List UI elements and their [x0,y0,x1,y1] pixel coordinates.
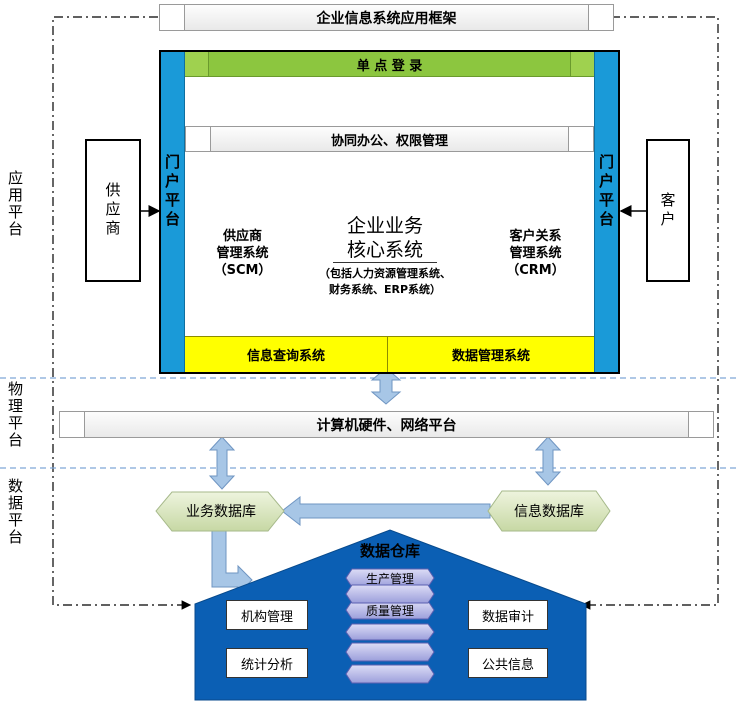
crm-line1: 客户关系 [509,229,562,244]
portal-left-label: 门户平台 [163,154,181,230]
info-db-label: 信息数据库 [514,504,584,520]
office-label: 协同办公、权限管理 [330,133,448,149]
double-arrow-left [208,436,236,490]
stats-label: 统计分析 [240,657,293,673]
scm-line3: （SCM） [213,263,272,278]
double-arrow-app-physical [370,367,402,405]
customer-label: 客户 [658,191,677,230]
info-query-label: 信息查询系统 [246,349,325,364]
portal-right: 门户平台 [594,52,618,372]
core-line4: 财务系统、ERP系统） [328,283,442,296]
supplier-box: 供应商 [85,139,141,282]
stack-hex-5 [345,664,435,684]
crm-line2: 管理系统 [509,246,562,261]
framework-title-bar: 企业信息系统应用框架 [159,4,614,31]
crm-line3: （CRM） [506,263,565,278]
audit-box: 数据审计 [468,600,548,630]
framework-title: 企业信息系统应用框架 [316,10,457,27]
stack-hex-4 [345,642,435,662]
stack-item-2-label: 质量管理 [365,603,414,618]
public-info-label: 公共信息 [481,657,534,673]
physical-platform-bar: 计算机硬件、网络平台 [59,411,714,438]
physical-platform-label: 计算机硬件、网络平台 [316,417,457,434]
data-mgmt-box: 数据管理系统 [388,336,594,372]
app-platform-box [159,50,620,374]
sso-label: 单 点 登 录 [356,58,423,74]
scm-text: 供应商 管理系统 （SCM） [185,228,300,279]
data-mgmt-label: 数据管理系统 [451,349,530,364]
business-db: 业务数据库 [160,498,282,524]
portal-right-label: 门户平台 [597,154,615,230]
info-query-box: 信息查询系统 [185,336,388,372]
business-db-label: 业务数据库 [186,504,256,520]
stack-hex-6 [345,584,435,604]
scm-line2: 管理系统 [216,246,269,261]
frame-line-right [580,16,719,610]
stack-item-1-label: 生产管理 [365,571,414,586]
infodb-hexagon [487,490,611,532]
sso-bar: 单 点 登 录 [185,52,594,77]
core-text: 企业业务 核心系统 （包括人力资源管理系统、 财务系统、ERP系统） [290,214,480,298]
customer-box: 客户 [646,139,690,282]
label-physical-platform: 物理平台 [6,381,24,449]
audit-label: 数据审计 [481,609,534,625]
org-mgmt-label: 机构管理 [240,609,293,625]
public-info-box: 公共信息 [468,648,548,678]
stack-item-2: 质量管理 [346,601,434,619]
crm-text: 客户关系 管理系统 （CRM） [478,228,593,279]
core-line3: （包括人力资源管理系统、 [319,267,451,280]
portal-left: 门户平台 [161,52,185,372]
core-line2: 核心系统 [332,238,437,263]
core-line1: 企业业务 [346,215,423,237]
frame-line-left [52,16,192,610]
warehouse-title: 数据仓库 [340,539,440,561]
arrow-businessdb-to-warehouse [211,529,253,596]
label-app-platform: 应用平台 [6,170,24,238]
arrow-infodb-to-businessdb [281,495,491,527]
org-mgmt-box: 机构管理 [226,600,308,630]
stack-item-1: 生产管理 [346,569,434,587]
scm-line1: 供应商 [222,229,262,244]
supplier-label: 供应商 [103,182,122,239]
info-db: 信息数据库 [490,498,608,524]
stats-box: 统计分析 [226,648,308,678]
office-bar: 协同办公、权限管理 [185,126,594,152]
double-arrow-right [534,436,562,486]
stack-hex-3 [345,623,435,641]
warehouse-title-text: 数据仓库 [359,541,420,560]
label-data-platform: 数据平台 [6,478,24,546]
businessdb-hexagon [155,491,285,532]
